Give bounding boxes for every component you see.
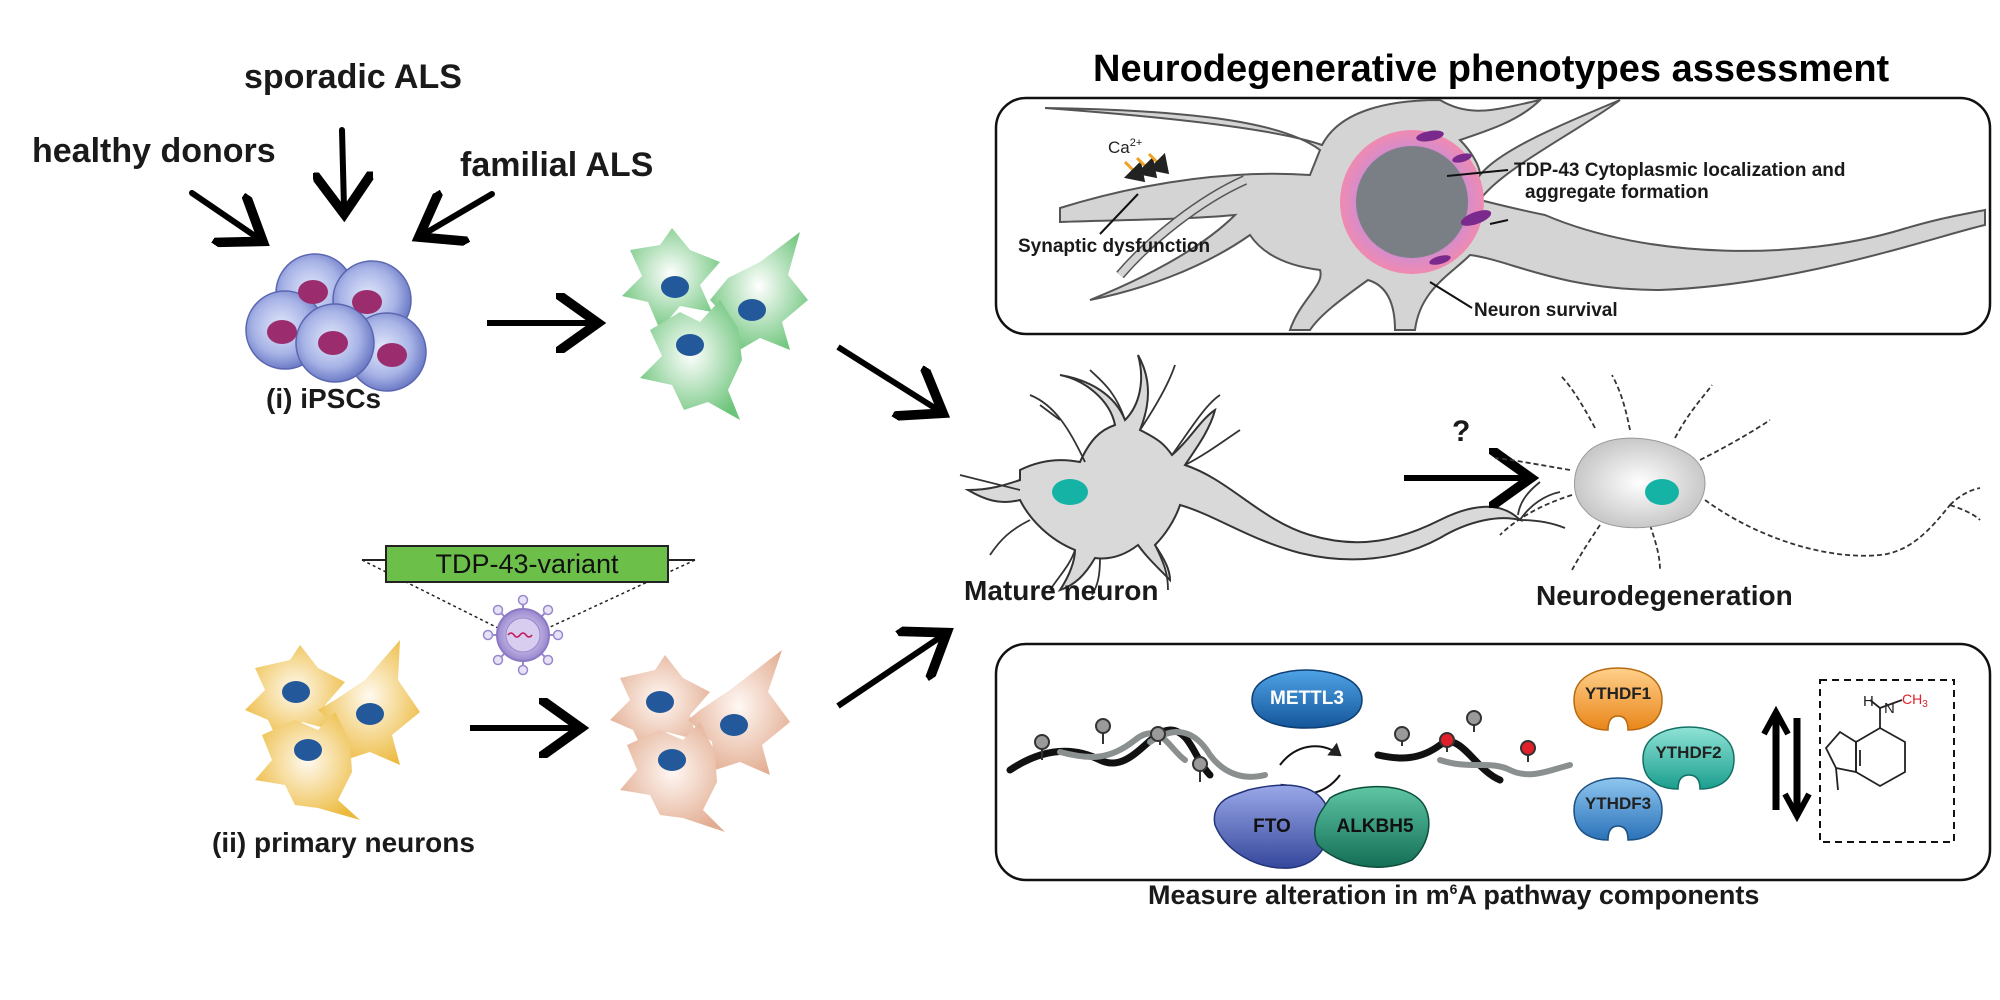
arrow-healthy <box>189 190 258 238</box>
calcium-arrows <box>1123 152 1170 183</box>
fto-shape <box>1213 784 1331 869</box>
label-ipscs: (i) iPSCs <box>266 383 382 414</box>
ythdf1-shape <box>1573 667 1663 731</box>
m6a-caption-pre: Measure alteration in m <box>1148 880 1450 910</box>
tdp43-variant-box: TDP-43-variant <box>385 545 669 583</box>
chem-ch3: CH3 <box>1902 691 1928 710</box>
equilibrium-arrows <box>1761 705 1812 823</box>
yellow-cells <box>245 640 420 820</box>
degenerating-soma <box>1574 437 1706 529</box>
calcium-label: Ca2+ <box>1108 137 1142 157</box>
arrow-green-to-mature <box>836 344 938 410</box>
m6a-caption-post: A pathway components <box>1457 880 1760 910</box>
page-title: Neurodegenerative phenotypes assessment <box>1093 48 1890 90</box>
label-question: ? <box>1452 415 1471 448</box>
vector-construct <box>361 559 696 629</box>
ythdf2-shape <box>1642 726 1735 790</box>
alkbh5-shape <box>1314 785 1430 868</box>
virus-particle <box>482 594 564 676</box>
label-mature-neuron: Mature neuron <box>964 575 1159 606</box>
ythdf1-label: YTHDF1 <box>1584 684 1652 703</box>
rna-strand-left <box>1006 726 1268 780</box>
mature-neuron <box>964 354 1524 592</box>
label-primary-neurons: (ii) primary neurons <box>212 827 475 858</box>
ipsc-colony <box>245 253 427 392</box>
arrow-peach-to-mature <box>836 636 942 709</box>
m6a-box <box>994 642 1992 882</box>
label-tdp43-line2: aggregate formation <box>1525 182 1709 203</box>
ythdf3-label: YTHDF3 <box>1584 794 1652 813</box>
label-sporadic-als: sporadic ALS <box>244 58 462 96</box>
source-arrows <box>189 127 495 238</box>
arrow-familial <box>424 194 495 234</box>
peach-cells <box>610 650 790 832</box>
aggregates <box>1416 130 1492 265</box>
label-synaptic-dysfunction: Synaptic dysfunction <box>1018 236 1211 257</box>
label-neurodegeneration: Neurodegeneration <box>1536 580 1793 611</box>
m6a-caption-sup: 6 <box>1449 881 1458 897</box>
label-tdp43-line1: TDP-43 Cytoplasmic localization and <box>1514 160 1846 181</box>
methyl-marks-left <box>1034 718 1208 782</box>
mature-dendrites <box>959 364 1566 596</box>
label-familial-als: familial ALS <box>460 146 654 184</box>
chem-n: N <box>1884 700 1895 717</box>
methyl-marks-right <box>1394 710 1536 762</box>
label-neuron-survival: Neuron survival <box>1474 300 1618 321</box>
mettl3-shape <box>1251 669 1363 729</box>
chem-h: H <box>1863 693 1874 710</box>
alkbh5-label: ALKBH5 <box>1336 816 1414 837</box>
ythdf2-label: YTHDF2 <box>1655 743 1722 762</box>
mettl3-label: METTL3 <box>1270 688 1344 709</box>
tdp43-variant-label: TDP-43-variant <box>435 548 619 579</box>
ythdf3-shape <box>1573 777 1663 841</box>
m6a-caption: Measure alteration in m6A pathway compon… <box>1148 880 1759 911</box>
degenerating-neuron <box>1494 374 1981 571</box>
label-healthy-donors: healthy donors <box>32 132 276 170</box>
arrow-sporadic <box>342 127 344 208</box>
green-cells <box>622 228 808 420</box>
m6a-structure <box>1824 699 1906 791</box>
rna-strand-right <box>1374 738 1573 784</box>
big-neuron <box>1044 98 1986 331</box>
fto-label: FTO <box>1253 816 1291 837</box>
phenotype-leaders <box>1099 169 1509 309</box>
m6a-structure-box <box>1819 679 1955 843</box>
